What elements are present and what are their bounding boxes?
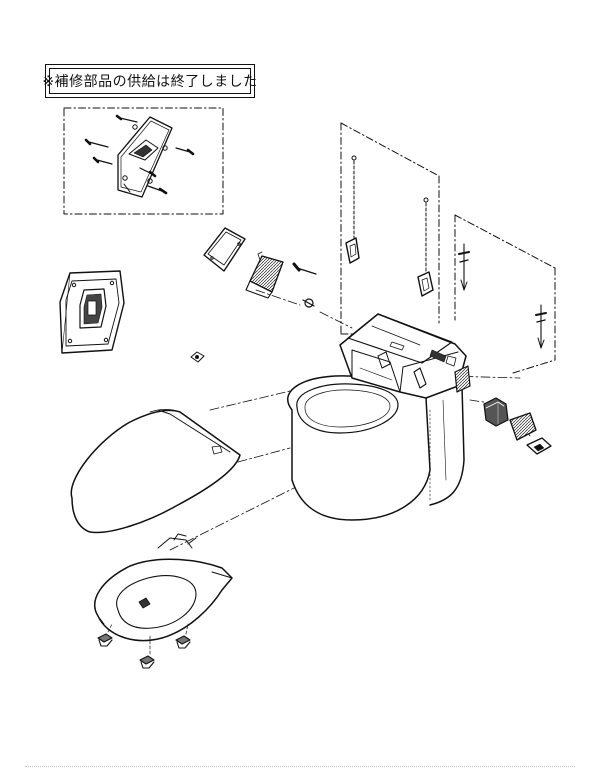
mounting-plate-detail-frame — [63, 107, 224, 215]
seat-ring — [94, 558, 233, 642]
wall-remote-panel — [59, 270, 125, 354]
footer-divider — [25, 766, 575, 767]
side-bolts-frame — [454, 214, 556, 374]
mounting-screws — [84, 114, 195, 195]
grille-cover-plate — [526, 437, 552, 455]
seat-feet-leaders — [107, 623, 189, 655]
hatched-sensor-unit — [245, 251, 284, 299]
rods-detail-frame — [340, 122, 440, 335]
seat-lid — [70, 408, 241, 534]
small-washer — [190, 351, 205, 363]
gasket-plate — [203, 227, 246, 272]
side-bolt-lower — [535, 304, 547, 349]
seat-ring-hinge-pin — [138, 597, 151, 609]
discontinued-notice-text: ※補修部品の供給は終了しました — [42, 68, 257, 94]
side-bolt-upper — [458, 243, 470, 291]
toilet-body — [286, 313, 471, 521]
mounting-plate — [117, 116, 173, 198]
seat-feet — [97, 633, 191, 669]
seat-heater-wire — [157, 533, 197, 549]
hanging-rod-right — [417, 197, 434, 297]
hanging-rod-left — [345, 155, 360, 264]
small-bolts — [292, 262, 317, 308]
vent-grille — [509, 412, 537, 441]
discontinued-notice-box: ※補修部品の供給は終了しました — [42, 64, 257, 98]
filter-cartridge — [483, 397, 509, 427]
